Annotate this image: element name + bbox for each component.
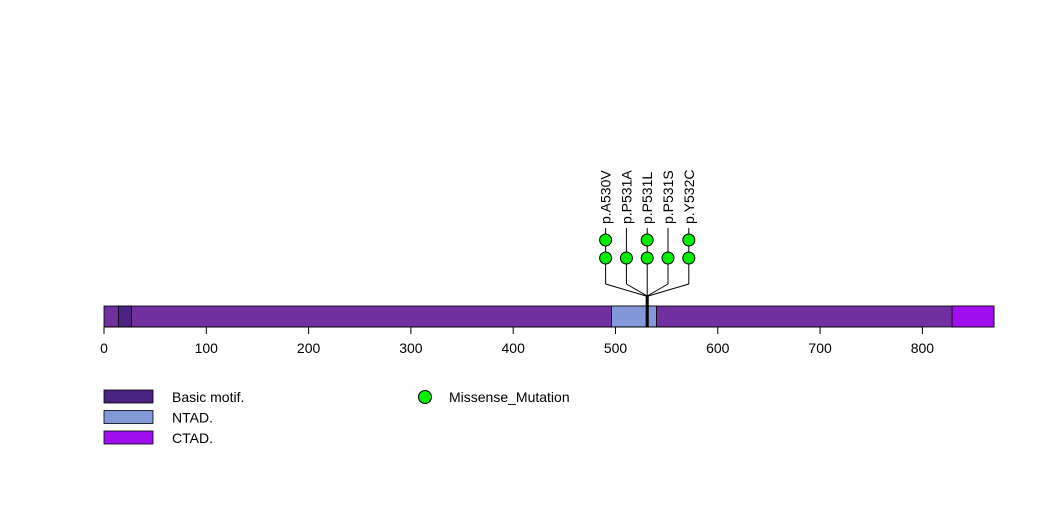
x-tick-label: 500 bbox=[604, 340, 628, 356]
mutation-points-layer bbox=[599, 233, 696, 265]
x-tick-label: 100 bbox=[195, 340, 219, 356]
x-tick-label: 400 bbox=[502, 340, 526, 356]
mutation-point bbox=[640, 233, 654, 247]
mutation-connector bbox=[605, 283, 647, 297]
legend: Basic motif. NTAD. CTAD. Missense_Mutation bbox=[103, 389, 570, 446]
mutation-connector bbox=[646, 283, 669, 297]
x-tick-label: 300 bbox=[399, 340, 423, 356]
mutation-legend-swatch bbox=[418, 390, 432, 404]
x-tick-label: 700 bbox=[808, 340, 832, 356]
domain-legend-swatch bbox=[103, 389, 154, 404]
mutation-point bbox=[599, 251, 613, 265]
mutation-label: p.Y532C bbox=[681, 170, 697, 224]
mutation-label: p.P531S bbox=[660, 170, 676, 224]
domain-legend-label: CTAD. bbox=[172, 430, 213, 446]
domain-legend-label: Basic motif. bbox=[172, 389, 244, 405]
mutation-connector bbox=[648, 283, 689, 297]
mutation-point bbox=[619, 251, 633, 265]
domain-legend-swatch bbox=[103, 410, 154, 424]
mutation-label: p.A530V bbox=[598, 170, 614, 224]
mutation-point bbox=[640, 251, 654, 265]
mutation-point bbox=[682, 251, 696, 265]
mutation-point bbox=[682, 233, 696, 247]
x-tick-label: 800 bbox=[911, 340, 935, 356]
protein-backbone-layer bbox=[103, 305, 995, 328]
protein-backbone bbox=[103, 305, 995, 328]
domain-legend-label: NTAD. bbox=[172, 410, 213, 426]
mutation-label: p.P531L bbox=[639, 172, 655, 224]
x-axis: 0 100 200 300 400 500 600 700 800 bbox=[100, 326, 935, 356]
domain-2 bbox=[611, 305, 657, 328]
mutation-connector bbox=[626, 283, 648, 297]
mutation-point bbox=[661, 251, 675, 265]
mutation-label: p.P531A bbox=[618, 170, 634, 224]
x-tick-label: 600 bbox=[706, 340, 730, 356]
mutation-point bbox=[599, 233, 613, 247]
mutation-legend-label: Missense_Mutation bbox=[449, 389, 570, 405]
domain-legend-swatch bbox=[103, 430, 154, 445]
x-tick-label: 0 bbox=[100, 340, 108, 356]
domain-1 bbox=[117, 305, 133, 328]
domain-3 bbox=[951, 305, 995, 328]
x-tick-label: 200 bbox=[297, 340, 321, 356]
